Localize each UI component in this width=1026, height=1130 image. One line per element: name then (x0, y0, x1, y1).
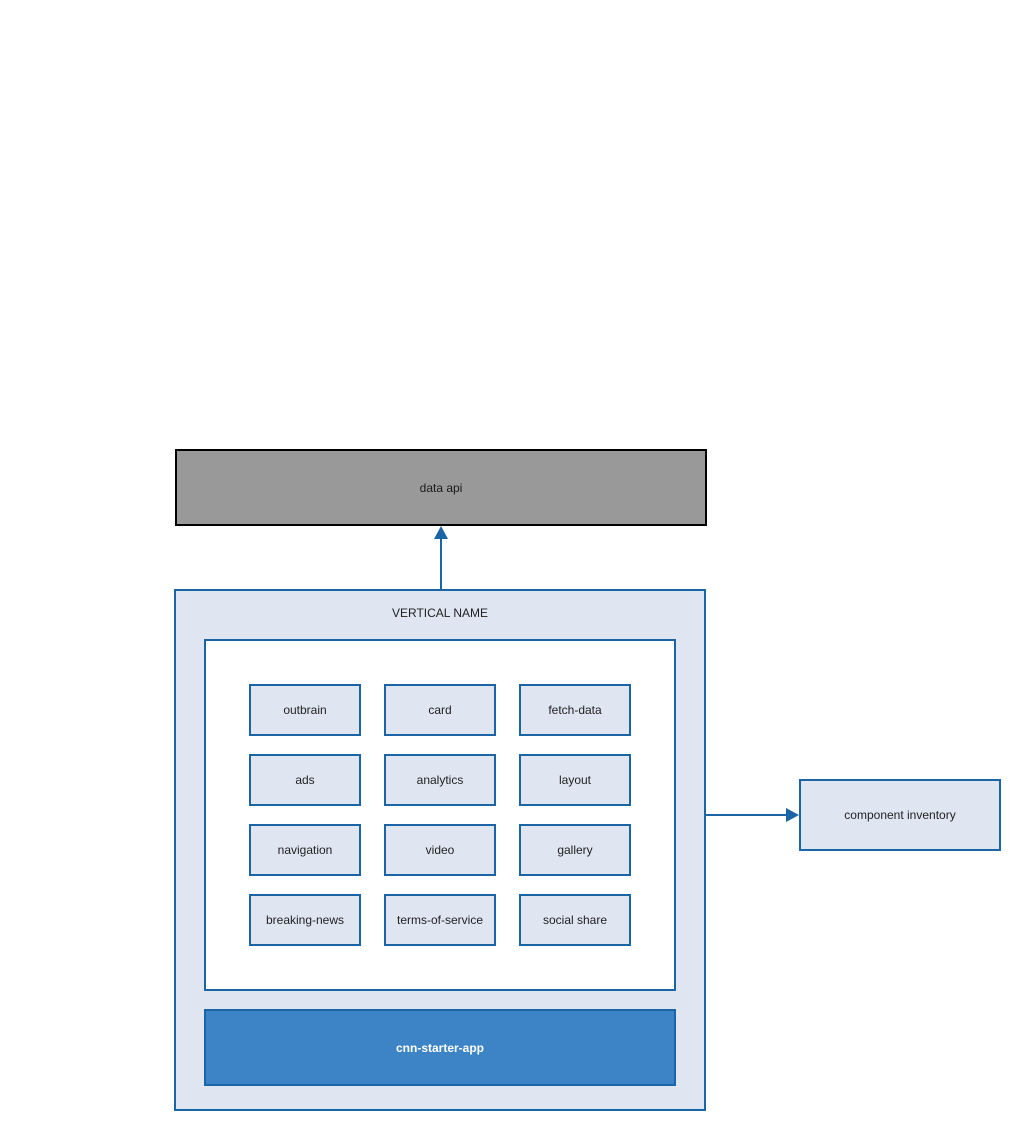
component-label: card (428, 703, 452, 717)
component-label: layout (558, 773, 592, 787)
component-label: outbrain (283, 703, 327, 717)
component-label: social share (542, 913, 608, 927)
component-label: analytics (416, 773, 464, 787)
component-label: fetch-data (548, 703, 602, 717)
vertical-title: VERTICAL NAME (391, 606, 489, 620)
component-inventory-box: component inventory (799, 779, 1001, 851)
component-gallery: gallery (519, 824, 631, 876)
starter-app-label: cnn-starter-app (395, 1040, 484, 1055)
component-analytics: analytics (384, 754, 496, 806)
component-breaking-news: breaking-news (249, 894, 361, 946)
component-navigation: navigation (249, 824, 361, 876)
component-label: terms-of-service (396, 913, 483, 927)
data-api-box: data api (175, 449, 707, 526)
component-social-share: social share (519, 894, 631, 946)
component-terms-of-service: terms-of-service (384, 894, 496, 946)
component-label: gallery (557, 843, 593, 857)
component-card: card (384, 684, 496, 736)
component-label: breaking-news (265, 913, 345, 927)
data-api-label: data api (419, 480, 463, 495)
component-fetch-data: fetch-data (519, 684, 631, 736)
api-arrowhead (434, 526, 448, 539)
inventory-arrowhead-right (786, 808, 799, 822)
starter-app-box: cnn-starter-app (204, 1009, 676, 1086)
component-label: video (425, 843, 455, 857)
component-outbrain: outbrain (249, 684, 361, 736)
component-layout: layout (519, 754, 631, 806)
component-label: navigation (277, 843, 333, 857)
component-label: ads (295, 773, 315, 787)
component-video: video (384, 824, 496, 876)
component-inventory-label: component inventory (844, 808, 956, 822)
component-ads: ads (249, 754, 361, 806)
